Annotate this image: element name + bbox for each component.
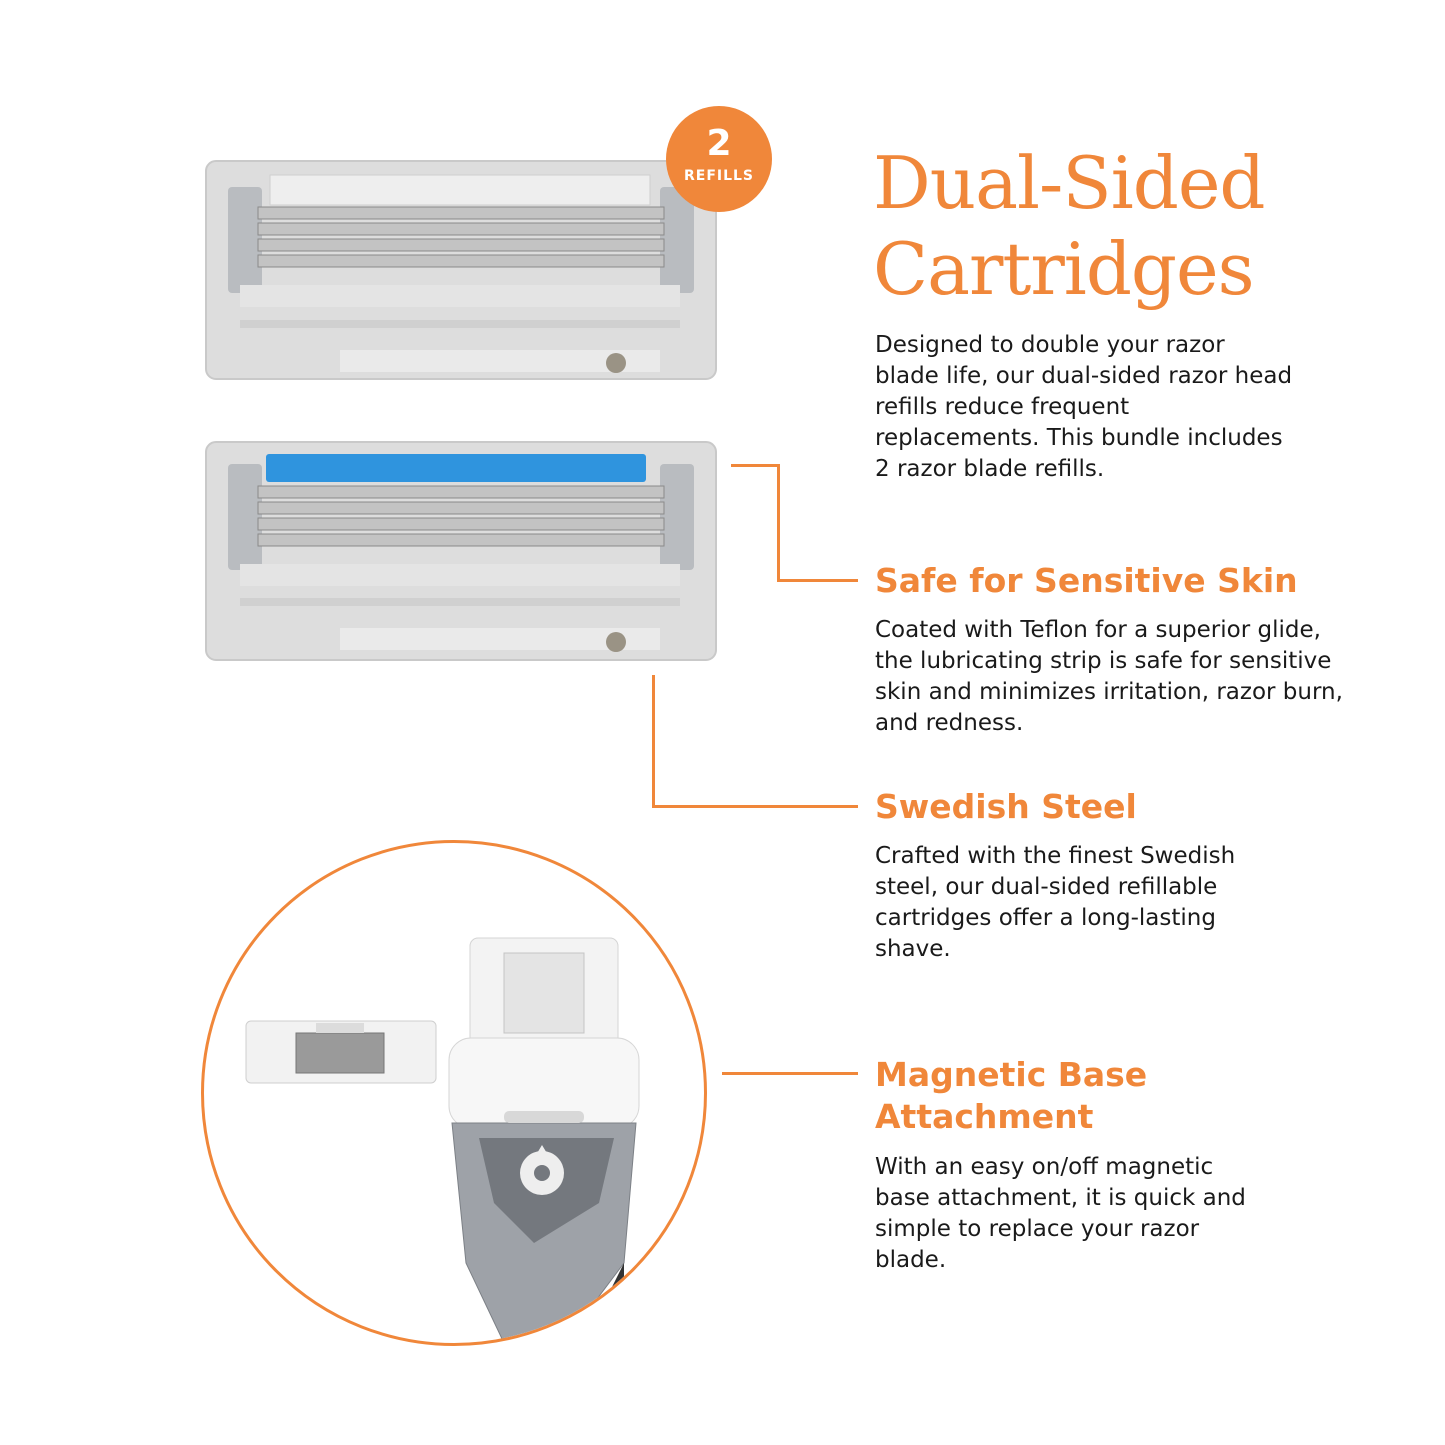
connector-sensitive-h1 — [731, 464, 779, 467]
cartridge-top — [205, 160, 717, 380]
feature-body-sensitive: Coated with Teflon for a superior glide,… — [875, 617, 1343, 736]
feature-title-magnetic: Magnetic Base Attachment — [875, 1055, 1148, 1136]
intro-text: Designed to double your razor blade life… — [875, 332, 1293, 482]
connector-magnetic-h — [722, 1072, 858, 1075]
magnetic-base-detail — [201, 840, 707, 1346]
connector-sensitive-v — [777, 464, 780, 582]
cartridge-bottom — [205, 441, 717, 661]
feature-title-sensitive: Safe for Sensitive Skin — [875, 561, 1298, 600]
feature-title-steel: Swedish Steel — [875, 787, 1137, 826]
main-title: Dual-Sided Cartridges — [873, 141, 1266, 311]
connector-steel-v — [652, 675, 655, 808]
badge-count: 2 — [706, 123, 732, 164]
feature-body-steel: Crafted with the finest Swedish steel, o… — [875, 843, 1236, 962]
water-drop-icon — [520, 1145, 564, 1195]
connector-steel-h — [652, 805, 858, 808]
connector-sensitive-h2 — [777, 579, 858, 582]
refills-badge: 2 REFILLS — [666, 106, 772, 212]
feature-body-magnetic: With an easy on/off magnetic base attach… — [875, 1154, 1246, 1273]
badge-label: REFILLS — [683, 168, 755, 184]
razor-handle-illustration — [245, 937, 640, 1343]
